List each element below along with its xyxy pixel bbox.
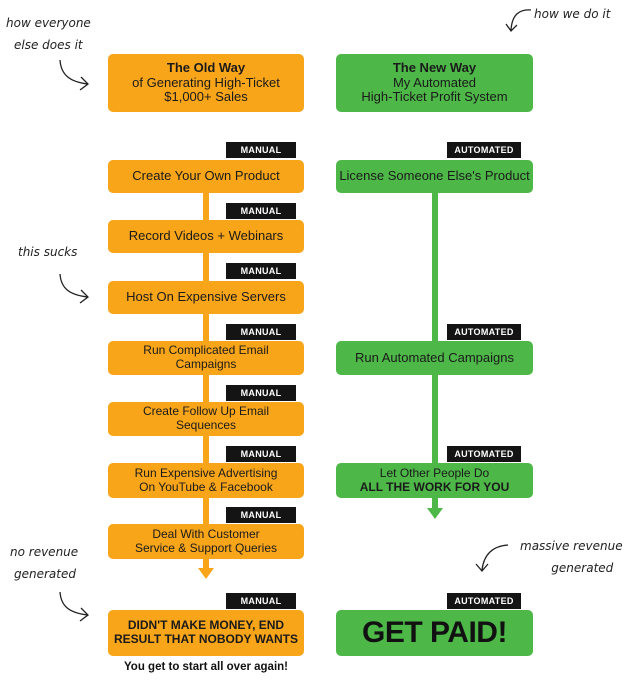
new-step-license-product: License Someone Else's Product (336, 160, 533, 193)
old-result: DIDN'T MAKE MONEY, END RESULT THAT NOBOD… (108, 610, 304, 656)
note-no-revenue: no revenue generated (10, 545, 79, 581)
note-this-sucks: this sucks (18, 245, 78, 259)
old-way-subtitle: $1,000+ Sales (164, 89, 248, 105)
new-way-header: The New Way My Automated High-Ticket Pro… (336, 54, 533, 112)
new-result: GET PAID! (336, 610, 533, 656)
note-everyone-else: how everyone else does it (6, 16, 91, 52)
automated-tag: AUTOMATED (447, 593, 521, 609)
automated-tag: AUTOMATED (447, 446, 521, 462)
old-step-advertising: Run Expensive Advertising On YouTube & F… (108, 463, 304, 498)
old-way-header: The Old Way of Generating High-Ticket $1… (108, 54, 304, 112)
old-step-follow-up: Create Follow Up Email Sequences (108, 402, 304, 436)
note-how-we: how we do it (534, 7, 611, 21)
old-step-create-product: Create Your Own Product (108, 160, 304, 193)
manual-tag: MANUAL (226, 142, 296, 158)
new-way-subtitle: High-Ticket Profit System (361, 89, 508, 105)
note-arrow-icon (59, 59, 89, 91)
manual-tag: MANUAL (226, 593, 296, 609)
new-step-other-people: Let Other People Do ALL THE WORK FOR YOU (336, 463, 533, 498)
old-step-record-videos: Record Videos + Webinars (108, 220, 304, 253)
manual-tag: MANUAL (226, 507, 296, 523)
note-arrow-icon (59, 591, 89, 622)
get-paid-label: GET PAID! (362, 615, 507, 649)
manual-tag: MANUAL (226, 446, 296, 462)
manual-tag: MANUAL (226, 263, 296, 279)
note-arrow-icon (475, 544, 509, 572)
note-massive-revenue: massive revenue generated (520, 539, 623, 575)
automated-tag: AUTOMATED (447, 142, 521, 158)
old-way-title: The Old Way (166, 59, 246, 75)
old-flow-arrow-icon (198, 568, 214, 579)
new-way-title: The New Way (392, 59, 477, 75)
old-step-customer-service: Deal With Customer Service & Support Que… (108, 524, 304, 559)
manual-tag: MANUAL (226, 203, 296, 219)
note-arrow-icon (505, 9, 532, 33)
old-way-subtitle: of Generating High-Ticket (132, 74, 280, 90)
manual-tag: MANUAL (226, 385, 296, 401)
old-step-email-campaigns: Run Complicated Email Campaigns (108, 341, 304, 375)
footer-caption: You get to start all over again! (123, 661, 288, 673)
old-step-host-servers: Host On Expensive Servers (108, 281, 304, 314)
old-flow-line (203, 190, 209, 570)
manual-tag: MANUAL (226, 324, 296, 340)
automated-tag: AUTOMATED (447, 324, 521, 340)
new-flow-arrow-icon (427, 508, 443, 519)
new-way-subtitle: My Automated (392, 74, 477, 90)
new-step-automated-campaigns: Run Automated Campaigns (336, 341, 533, 375)
note-arrow-icon (59, 273, 89, 304)
